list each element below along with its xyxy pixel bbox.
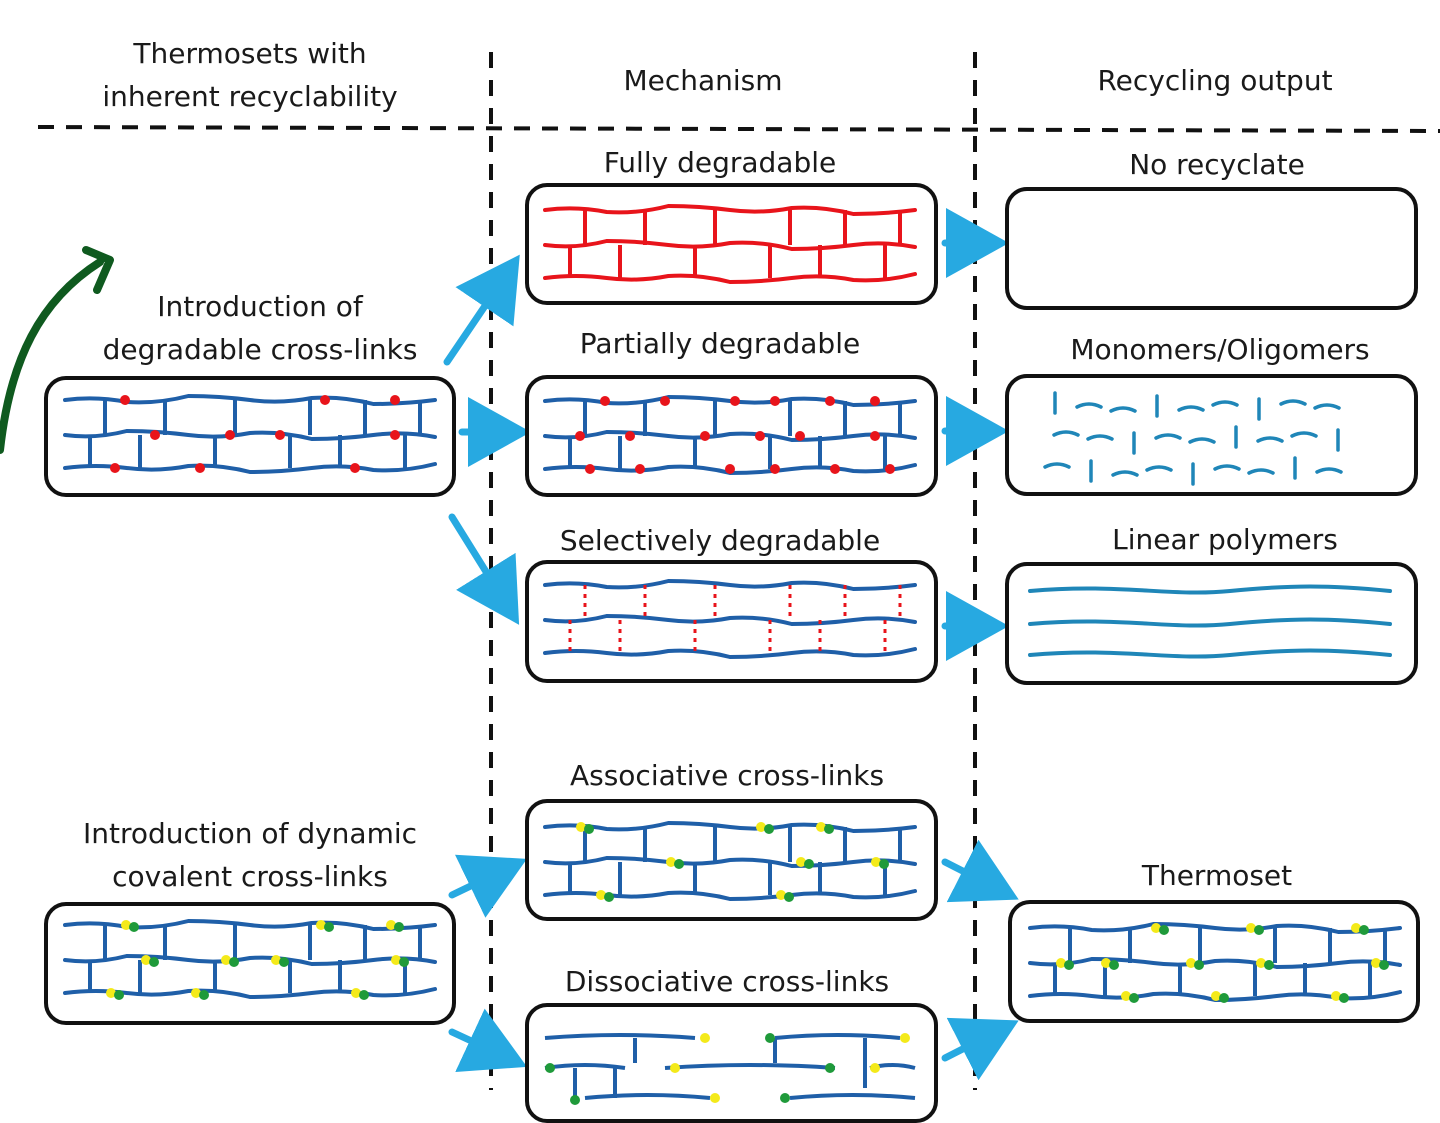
arrow-associative-output bbox=[941, 839, 1019, 903]
output-linear-label: Linear polymers bbox=[1112, 523, 1338, 556]
header-col1-line1: Thermosets with bbox=[133, 37, 367, 70]
source-degradable-line1: Introduction of bbox=[157, 290, 363, 323]
mechanism-fully-label: Fully degradable bbox=[603, 146, 837, 179]
box-output-none bbox=[1005, 187, 1418, 310]
output-none-label: No recyclate bbox=[1129, 148, 1305, 181]
box-output-linear bbox=[1005, 562, 1418, 685]
mechanism-associative-label: Associative cross-links bbox=[569, 759, 885, 792]
box-selectively bbox=[525, 560, 938, 683]
flow-arrows bbox=[443, 208, 1019, 1081]
arrow-to-selectively bbox=[448, 513, 520, 625]
header-col1: Thermosets with inherent recyclability bbox=[80, 32, 420, 118]
mechanism-dissociative-label: Dissociative cross-links bbox=[564, 965, 890, 998]
box-partially bbox=[525, 375, 938, 497]
box-associative bbox=[525, 799, 938, 921]
source-degradable-label: Introduction of degradable cross-links bbox=[60, 285, 460, 371]
box-dissociative bbox=[525, 1003, 938, 1123]
box-source-degradable bbox=[44, 376, 456, 497]
box-source-dynamic bbox=[44, 902, 456, 1025]
box-output-monomers bbox=[1005, 374, 1418, 496]
source-dynamic-line1: Introduction of dynamic bbox=[82, 817, 418, 850]
mechanism-selectively-label: Selectively degradable bbox=[559, 524, 881, 557]
box-output-thermoset bbox=[1008, 900, 1420, 1023]
arrow-to-associative bbox=[448, 854, 527, 918]
arrow-to-dissociative bbox=[448, 1008, 528, 1073]
source-degradable-line2: degradable cross-links bbox=[102, 333, 418, 366]
box-fully bbox=[525, 183, 938, 305]
header-col2: Mechanism bbox=[623, 64, 783, 97]
mechanism-partially-label: Partially degradable bbox=[579, 327, 861, 360]
header-col3: Recycling output bbox=[1097, 64, 1333, 97]
source-dynamic-label: Introduction of dynamic covalent cross-l… bbox=[50, 812, 450, 898]
header-divider bbox=[37, 125, 1440, 133]
source-dynamic-line2: covalent cross-links bbox=[112, 860, 388, 893]
header-col1-line2: inherent recyclability bbox=[102, 80, 398, 113]
output-monomers-label: Monomers/Oligomers bbox=[1070, 333, 1370, 366]
curved-arrow-icon bbox=[0, 246, 114, 454]
output-thermoset-label: Thermoset bbox=[1141, 859, 1293, 892]
arrow-to-fully bbox=[443, 254, 520, 366]
arrow-dissociative-output bbox=[941, 1017, 1019, 1081]
